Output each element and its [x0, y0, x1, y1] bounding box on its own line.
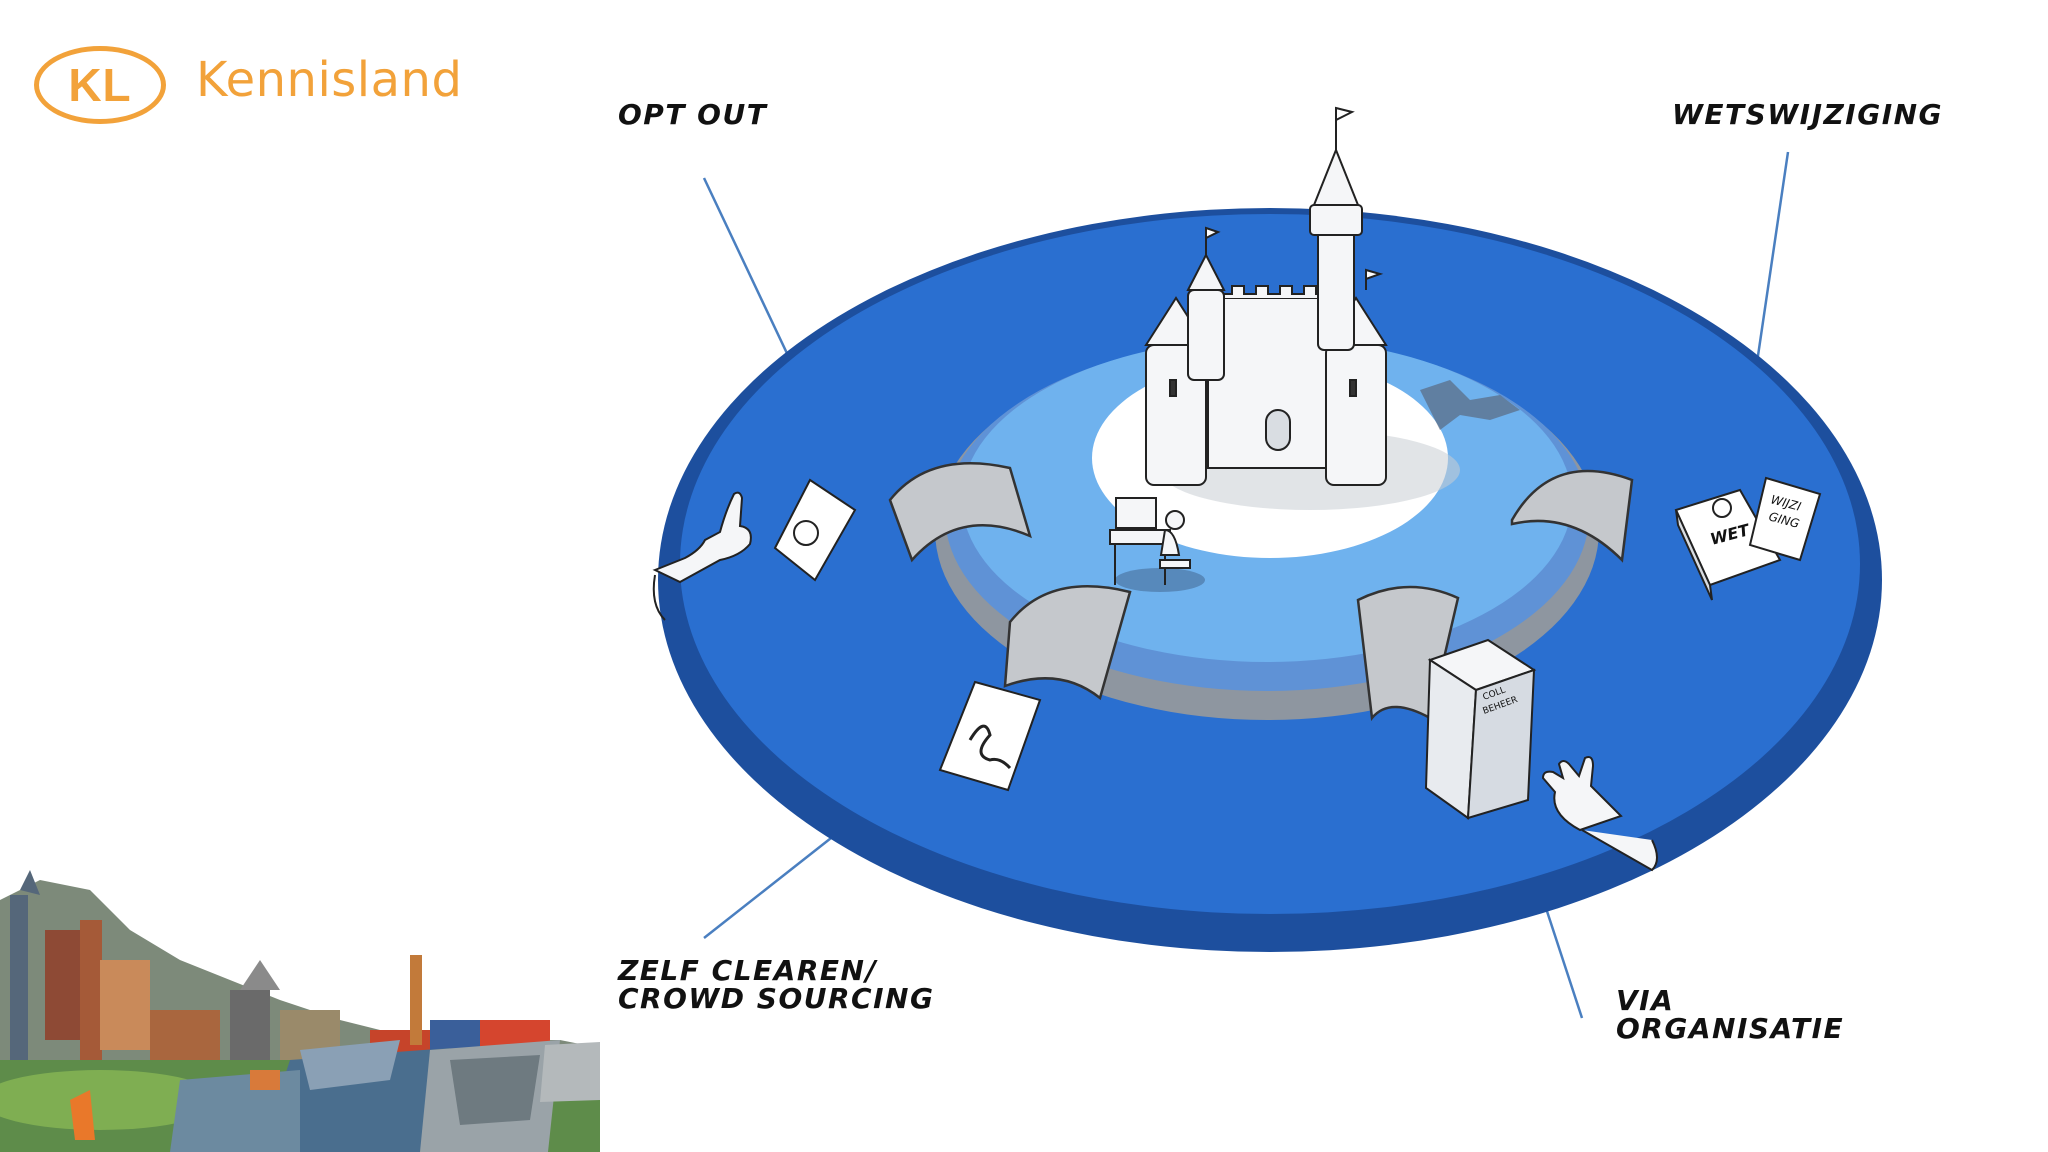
logo-name: Kennisland [196, 52, 463, 108]
person-at-computer [1109, 497, 1205, 592]
wet-book: WET [1674, 488, 1782, 601]
logo-badge: KL [34, 46, 166, 124]
signature-paper [938, 680, 1042, 792]
city-collage [0, 870, 600, 1152]
kennisland-logo: KL Kennisland [34, 44, 494, 132]
copyright-paper [773, 478, 857, 582]
coll-beheer-box: COLL BEHEER [1424, 638, 1537, 820]
wijziging-paper: WIJZI GING [1748, 476, 1822, 562]
label-wetswijziging: WETSWIJZIGING [1672, 98, 1944, 131]
castle [1144, 106, 1388, 486]
label-via-line2: ORGANISATIE [1616, 1012, 1845, 1045]
reaching-hand-right [1541, 756, 1658, 872]
label-opt-out: OPT OUT [618, 98, 768, 131]
label-zelf-clearen-line1: ZELF CLEAREN/ [618, 954, 878, 987]
label-via-line1: VIA [1616, 984, 1675, 1017]
bridges [888, 462, 1634, 722]
pointing-hand-left [652, 491, 752, 621]
label-zelf-clearen-line2: CROWD SOURCING [618, 982, 935, 1015]
